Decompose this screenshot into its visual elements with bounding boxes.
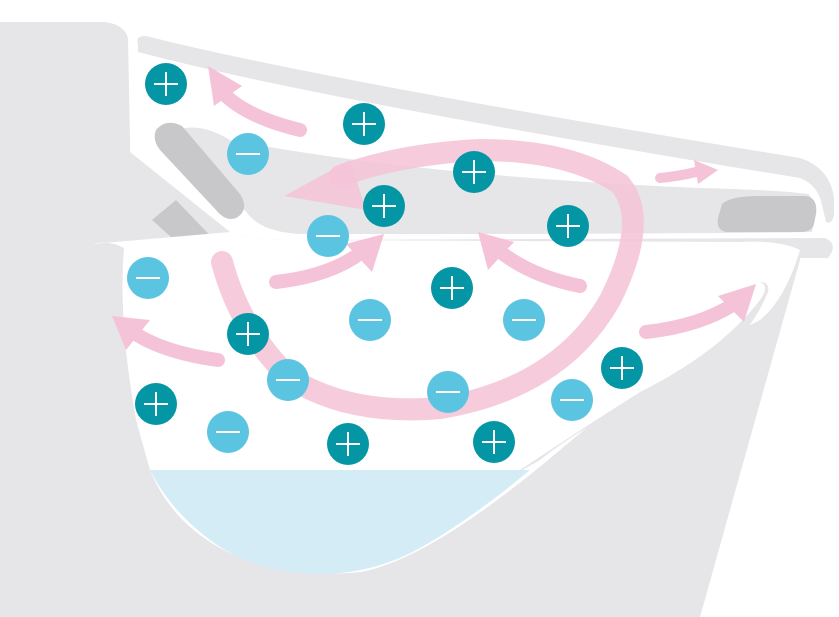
flow-arrowhead-upper-left [208, 66, 242, 106]
plus-icon [556, 214, 580, 238]
positive-ion [601, 347, 643, 389]
plus-icon [336, 432, 360, 456]
plus-icon [352, 112, 376, 136]
minus-icon [276, 379, 300, 381]
positive-ion [145, 63, 187, 105]
positive-ion [547, 205, 589, 247]
flow-arrow-center [269, 245, 369, 289]
positive-ion [431, 267, 473, 309]
minus-icon [136, 277, 160, 279]
nozzle-front [717, 196, 817, 232]
bowl-water [150, 470, 530, 575]
flow-arrowhead-loop [284, 160, 366, 210]
negative-ion [427, 371, 469, 413]
flow-arrow-right [639, 297, 741, 339]
negative-ion [503, 299, 545, 341]
plus-icon [236, 322, 260, 346]
ions-group [127, 63, 643, 465]
plus-icon [154, 72, 178, 96]
nozzle-rear [154, 122, 245, 219]
toilet-lid [137, 36, 834, 223]
flow-arrowhead-left [112, 316, 150, 350]
negative-ion [307, 215, 349, 257]
minus-icon [436, 391, 460, 393]
flow-arrowhead-lid-right [694, 160, 718, 184]
minus-icon [236, 153, 260, 155]
flow-arrow-lid-right [655, 167, 701, 183]
plus-icon [610, 356, 634, 380]
positive-ion [453, 151, 495, 193]
flow-arrowhead-right [718, 284, 756, 322]
bowl-interior [92, 232, 765, 470]
positive-ion [135, 383, 177, 425]
negative-ion [127, 257, 169, 299]
minus-icon [560, 399, 584, 401]
positive-ion [473, 421, 515, 463]
minus-icon [512, 319, 536, 321]
positive-ion [227, 313, 269, 355]
negative-ion [227, 133, 269, 175]
plus-icon [372, 194, 396, 218]
positive-ion [363, 185, 405, 227]
negative-ion [267, 359, 309, 401]
minus-icon [358, 319, 382, 321]
positive-ion [327, 423, 369, 465]
negative-ion [207, 411, 249, 453]
seat-ring [178, 127, 815, 234]
flow-arrowhead-center [346, 234, 384, 272]
plus-icon [482, 430, 506, 454]
flow-arrow-right-center [491, 243, 587, 293]
positive-ion [343, 103, 385, 145]
plus-icon [462, 160, 486, 184]
airflow-arrows [112, 66, 756, 421]
negative-ion [349, 299, 391, 341]
flow-arrow-upper-left [219, 89, 307, 137]
flow-arrowhead-right-center [478, 232, 514, 270]
plus-icon [440, 276, 464, 300]
plus-icon [144, 392, 168, 416]
minus-icon [316, 235, 340, 237]
negative-ion [551, 379, 593, 421]
minus-icon [216, 431, 240, 433]
